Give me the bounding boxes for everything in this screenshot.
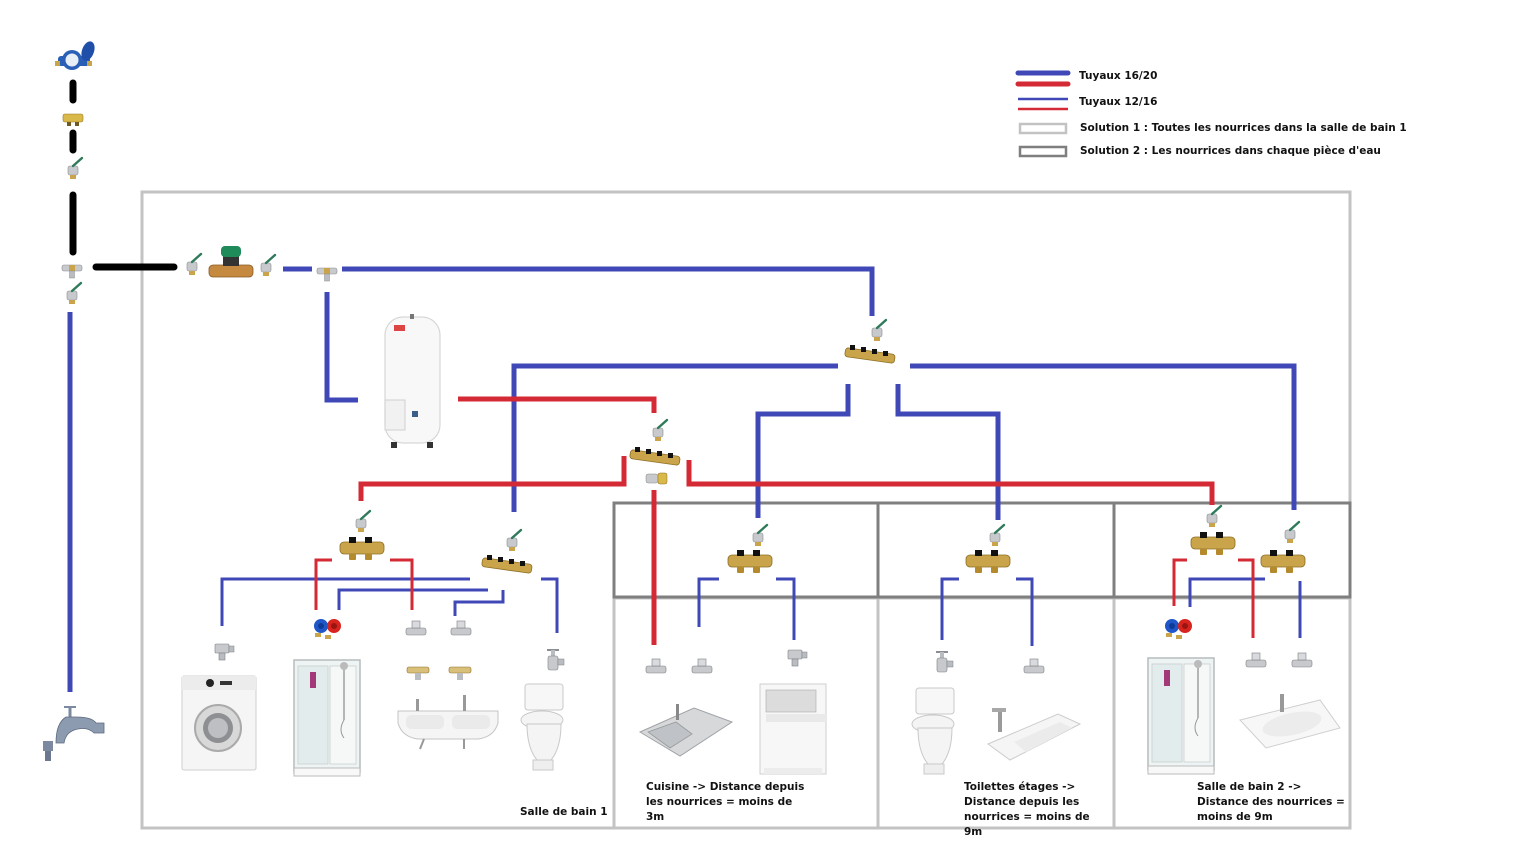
- cold-pipes-12-16: [220, 577, 1302, 646]
- cuisine-valve-icon[interactable]: [751, 523, 769, 548]
- legend-swatch-solution-2: [1018, 145, 1068, 158]
- handbasin-valve-icon[interactable]: [1023, 658, 1045, 674]
- sdb2-hot-valve-icon[interactable]: [1205, 504, 1223, 529]
- sdb1-cold-manifold-icon: [481, 554, 533, 574]
- room-label-cuisine: Cuisine -> Distance depuis les nourrices…: [646, 781, 805, 823]
- tap-ball-valve-icon[interactable]: [65, 281, 83, 306]
- reducer-outlet-valve-icon[interactable]: [259, 253, 277, 278]
- double-sink-icon: [397, 695, 499, 750]
- room-label-toilettes-etages: Toilettes étages -> Distance depuis les …: [964, 781, 1090, 838]
- tee-fitting-icon: [61, 264, 83, 279]
- hot-manifold-plug-icon: [645, 472, 668, 485]
- hot-pipes-12-16: [314, 558, 1255, 638]
- sdb2-cold-manifold-icon: [1260, 549, 1306, 574]
- legend-label-pipe-16-20: Tuyaux 16/20: [1079, 70, 1158, 82]
- wc-floor-valve-icon[interactable]: [935, 651, 954, 673]
- handbasin-icon: [986, 708, 1082, 761]
- room-label-salle-de-bain-2: Salle de bain 2 -> Distance des nourrice…: [1197, 781, 1345, 823]
- sdb2-basin-hot-valve-icon[interactable]: [1245, 652, 1267, 668]
- legend-label-solution-2: Solution 2 : Les nourrices dans chaque p…: [1080, 145, 1381, 157]
- sdb1-hot-valve-icon[interactable]: [354, 509, 372, 534]
- supply-pipe: [69, 79, 178, 271]
- water-heater-icon: [384, 314, 441, 448]
- cold-main-manifold-icon: [844, 344, 896, 364]
- sdb2-basin-cold-valve-icon[interactable]: [1291, 652, 1313, 668]
- sdb1-hot-manifold-icon: [339, 536, 385, 561]
- main-ball-valve-icon[interactable]: [66, 156, 84, 181]
- toilettes-manifold-icon: [965, 549, 1011, 574]
- sdb1-toilet-icon: [520, 683, 564, 771]
- sdb1-sink-hot-valve-icon[interactable]: [405, 620, 427, 636]
- solution-2-frame: [612, 501, 1352, 599]
- brass-connector-icon: [62, 113, 84, 126]
- sdb2-basin-icon: [1239, 694, 1341, 749]
- sdb1-shower-valves-icon[interactable]: [314, 619, 341, 639]
- sdb2-shower-icon: [1147, 657, 1215, 775]
- sdb2-shower-valves-icon[interactable]: [1165, 619, 1192, 639]
- kitchen-sink-icon: [638, 704, 734, 757]
- sdb1-cold-valve-icon[interactable]: [505, 528, 523, 553]
- outdoor-tap-icon: [43, 706, 105, 761]
- sdb1-toilet-valve-icon[interactable]: [546, 649, 565, 671]
- washing-machine-icon: [181, 675, 257, 771]
- sdb2-cold-valve-icon[interactable]: [1283, 520, 1301, 545]
- pressure-reducer-icon: [208, 246, 254, 278]
- water-meter-icon: [55, 41, 95, 70]
- legend-label-pipe-12-16: Tuyaux 12/16: [1079, 96, 1158, 108]
- legend-swatches: [1015, 70, 1071, 158]
- sdb1-sink-cold-valve-icon[interactable]: [450, 620, 472, 636]
- sink-tee-left-icon: [406, 666, 430, 681]
- wc-floor-toilet-icon: [911, 687, 955, 775]
- hot-cold-split-tee-icon: [316, 267, 338, 282]
- hot-main-manifold-icon: [629, 446, 681, 466]
- legend-swatch-solution-1: [1018, 122, 1068, 135]
- washer-valve-icon[interactable]: [214, 643, 235, 661]
- dishwasher-valve-icon[interactable]: [787, 649, 808, 667]
- cold-main-valve-icon[interactable]: [870, 318, 888, 343]
- sdb2-hot-manifold-icon: [1190, 531, 1236, 556]
- hot-main-valve-icon[interactable]: [651, 418, 669, 443]
- kitchen-cold-valve-icon[interactable]: [691, 658, 713, 674]
- legend-label-solution-1: Solution 1 : Toutes les nourrices dans l…: [1080, 122, 1407, 134]
- cuisine-manifold-icon: [727, 549, 773, 574]
- room-label-salle-de-bain-1: Salle de bain 1: [520, 806, 608, 818]
- hot-pipes-16-20: [358, 396, 1215, 645]
- sdb1-shower-icon: [293, 659, 361, 777]
- dishwasher-icon: [759, 683, 827, 775]
- sink-tee-right-icon: [448, 666, 472, 681]
- cold-pipes-16-20: [67, 266, 1297, 692]
- reducer-inlet-valve-icon[interactable]: [185, 252, 203, 277]
- kitchen-hot-valve-icon[interactable]: [645, 658, 667, 674]
- toilettes-valve-icon[interactable]: [988, 523, 1006, 548]
